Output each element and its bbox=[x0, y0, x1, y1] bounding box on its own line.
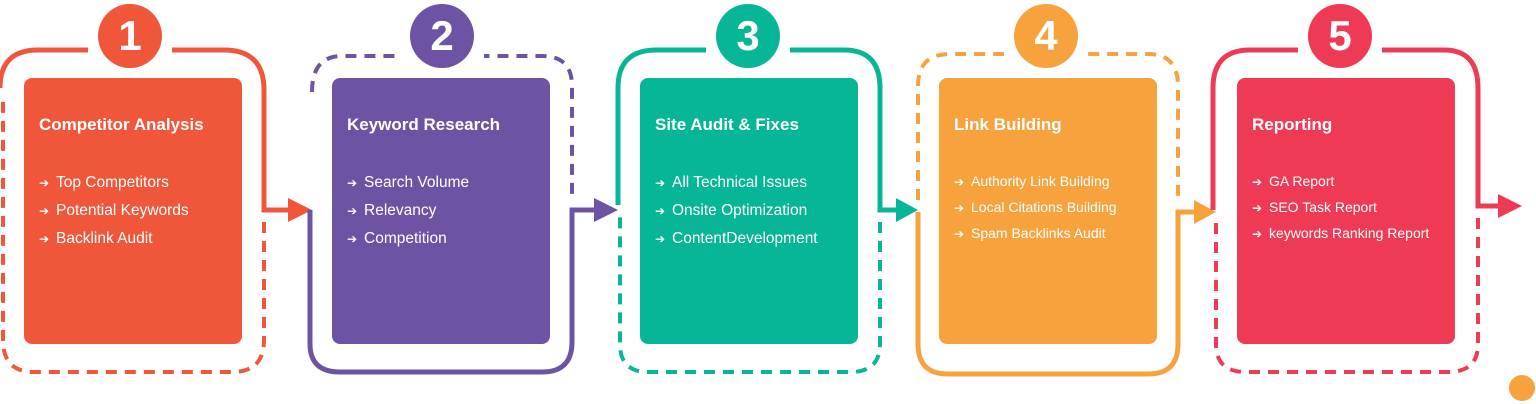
right-arrow-icon: ➔ bbox=[39, 232, 50, 246]
step-5-item-list: ➔ GA Report ➔ SEO Task Report ➔ keywords Rank… bbox=[1252, 169, 1441, 247]
step-item: ➔ SEO Task Report bbox=[1252, 195, 1441, 221]
step-4-frame-dashed bbox=[916, 52, 1180, 200]
step-2-number-badge: 2 bbox=[410, 4, 474, 68]
step-item: ➔ Local Citations Building bbox=[954, 195, 1143, 221]
right-arrow-icon: ➔ bbox=[347, 232, 358, 246]
step-2-frame-dashed bbox=[310, 54, 574, 198]
step-1-title: Competitor Analysis bbox=[39, 115, 204, 134]
step-item-label: SEO Task Report bbox=[1269, 199, 1377, 215]
right-arrow-icon: ➔ bbox=[954, 201, 965, 215]
step-item-label: Competition bbox=[364, 230, 447, 247]
step-5-card: Reporting ➔ GA Report ➔ SEO Task Report ➔ keyw… bbox=[1237, 78, 1455, 344]
step-2-arrowhead bbox=[594, 198, 618, 222]
step-1-frame-dashed bbox=[1, 100, 266, 374]
step-item: ➔ Potential Keywords bbox=[39, 197, 228, 225]
step-item-label: keywords Ranking Report bbox=[1269, 225, 1430, 241]
step-item-label: Top Competitors bbox=[56, 174, 169, 191]
step-3-frame-solid bbox=[615, 47, 898, 213]
accent-dot bbox=[1509, 375, 1535, 401]
step-1-card: Competitor Analysis ➔ Top Competitors ➔ Pote… bbox=[24, 78, 242, 344]
step-4-title: Link Building bbox=[954, 115, 1062, 134]
step-item-label: Onsite Optimization bbox=[672, 202, 808, 219]
step-3-frame-dashed bbox=[618, 216, 882, 374]
step-item: ➔ GA Report bbox=[1252, 169, 1441, 195]
right-arrow-icon: ➔ bbox=[655, 204, 666, 218]
step-4-card: Link Building ➔ Authority Link Building ➔ Lo… bbox=[939, 78, 1157, 344]
step-4-number-badge: 4 bbox=[1014, 4, 1078, 68]
step-2-title: Keyword Research bbox=[347, 115, 501, 134]
step-2-item-list: ➔ Search Volume ➔ Relevancy ➔ Competition bbox=[347, 169, 536, 253]
step-item: ➔ Top Competitors bbox=[39, 169, 228, 197]
step-item-label: Potential Keywords bbox=[56, 202, 189, 219]
step-3-title: Site Audit & Fixes bbox=[655, 115, 799, 134]
step-item: ➔ Backlink Audit bbox=[39, 225, 228, 253]
step-item: ➔ keywords Ranking Report bbox=[1252, 221, 1441, 247]
step-3-arrowhead bbox=[896, 198, 918, 222]
step-3-item-list: ➔ All Technical Issues ➔ Onsite Optimizatio… bbox=[655, 169, 844, 253]
step-5-frame-dashed bbox=[1214, 218, 1480, 374]
step-item: ➔ Relevancy bbox=[347, 197, 536, 225]
right-arrow-icon: ➔ bbox=[347, 176, 358, 190]
step-item-label: Search Volume bbox=[364, 174, 470, 191]
step-item-label: Relevancy bbox=[364, 202, 437, 219]
step-item: ➔ Authority Link Building bbox=[954, 169, 1143, 195]
right-arrow-icon: ➔ bbox=[39, 204, 50, 218]
step-5-arrowhead bbox=[1498, 194, 1522, 218]
step-item-label: Local Citations Building bbox=[971, 199, 1117, 215]
step-1-number-badge: 1 bbox=[98, 4, 162, 68]
step-item-label: Spam Backlinks Audit bbox=[971, 225, 1106, 241]
right-arrow-icon: ➔ bbox=[39, 176, 50, 190]
step-item: ➔ Onsite Optimization bbox=[655, 197, 844, 225]
right-arrow-icon: ➔ bbox=[347, 204, 358, 218]
right-arrow-icon: ➔ bbox=[655, 176, 666, 190]
step-3-number-badge: 3 bbox=[716, 4, 780, 68]
step-4-frame-solid bbox=[915, 209, 1196, 377]
step-2-card: Keyword Research ➔ Search Volume ➔ Relevancy… bbox=[332, 78, 550, 344]
step-item-label: Backlink Audit bbox=[56, 230, 153, 247]
step-5-number-badge: 5 bbox=[1308, 4, 1372, 68]
step-item-label: ContentDevelopment bbox=[672, 230, 818, 247]
right-arrow-icon: ➔ bbox=[1252, 201, 1263, 215]
step-4-arrowhead bbox=[1194, 200, 1216, 224]
right-arrow-icon: ➔ bbox=[1252, 175, 1263, 189]
step-item: ➔ Search Volume bbox=[347, 169, 536, 197]
step-item: ➔ All Technical Issues bbox=[655, 169, 844, 197]
right-arrow-icon: ➔ bbox=[954, 175, 965, 189]
step-4-item-list: ➔ Authority Link Building ➔ Local Citations… bbox=[954, 169, 1143, 247]
step-3-card: Site Audit & Fixes➔All Technical Issues➔… bbox=[640, 78, 858, 344]
step-item-label: GA Report bbox=[1269, 173, 1335, 189]
step-5-frame-solid bbox=[1210, 47, 1498, 210]
step-item: ➔ Spam Backlinks Audit bbox=[954, 221, 1143, 247]
step-1-frame-solid bbox=[0, 47, 290, 213]
step-1-arrowhead bbox=[288, 198, 312, 222]
step-2-frame-solid bbox=[307, 207, 596, 375]
right-arrow-icon: ➔ bbox=[954, 227, 965, 241]
right-arrow-icon: ➔ bbox=[1252, 227, 1263, 241]
step-1-item-list: ➔ Top Competitors ➔ Potential Keywords ➔ Back… bbox=[39, 169, 228, 253]
step-item: ➔ Competition bbox=[347, 225, 536, 253]
step-item-label: Authority Link Building bbox=[971, 173, 1110, 189]
step-5-title: Reporting bbox=[1252, 115, 1333, 134]
step-item-label: All Technical Issues bbox=[672, 174, 807, 191]
step-item: ➔ ContentDevelopment bbox=[655, 225, 844, 253]
right-arrow-icon: ➔ bbox=[655, 232, 666, 246]
